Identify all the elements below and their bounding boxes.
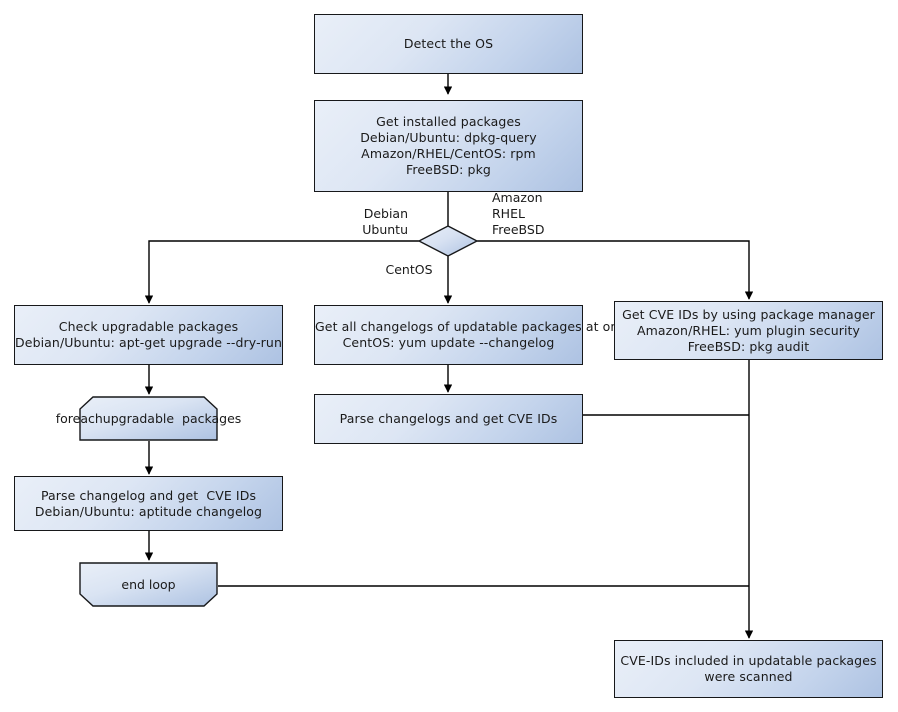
node-end-loop[interactable]: end loop [79, 562, 218, 607]
node-get-all-changelogs[interactable]: Get all changelogs of updatable packages… [314, 305, 634, 365]
node-parse-changelogs-get-cve-ids[interactable]: Parse changelogs and get CVE IDs [314, 394, 583, 444]
node-parse-changelogs-get-cve-ids-label: Parse changelogs and get CVE IDs [339, 411, 558, 426]
node-end-loop-label: end loop [121, 576, 176, 592]
edge-label-centos: CentOS [385, 262, 433, 277]
node-detect-the-os-label: Detect the OS [403, 36, 494, 51]
node-get-all-changelogs-label: Get all changelogs of updatable packages… [315, 319, 634, 350]
node-os-decision[interactable] [418, 225, 478, 257]
node-detect-the-os[interactable]: Detect the OS [314, 14, 583, 74]
edge-decision-to-cveids [477, 240, 754, 300]
